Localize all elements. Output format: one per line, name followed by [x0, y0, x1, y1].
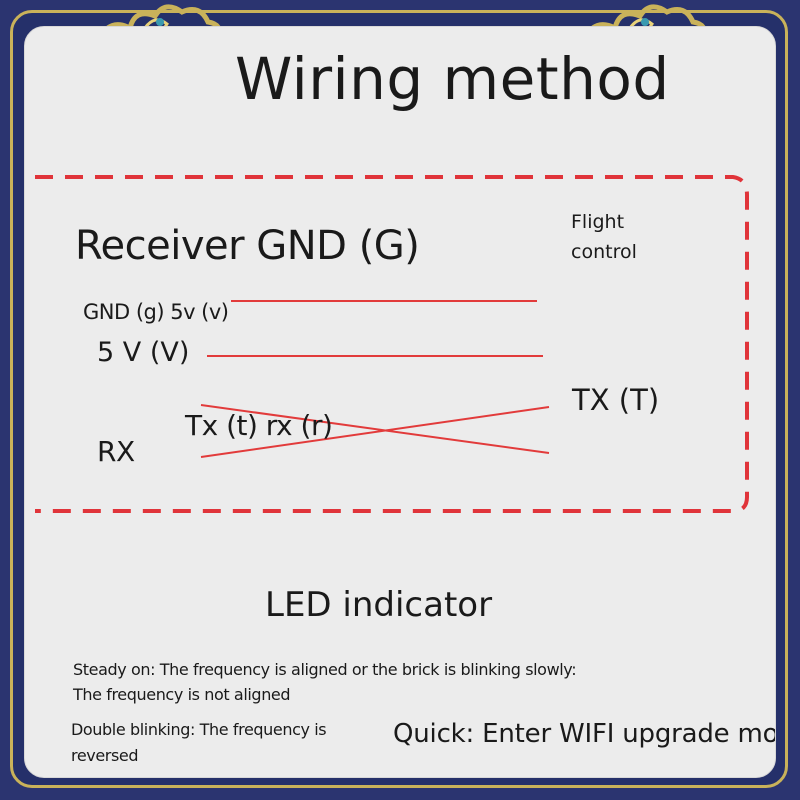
- led-indicator-heading: LED indicator: [265, 585, 493, 625]
- tx-rx-label: Tx (t) rx (r): [185, 409, 333, 442]
- steady-on-line-1: Steady on: The frequency is aligned or t…: [73, 660, 577, 679]
- quick-blink-description: Quick: Enter WIFI upgrade mod: [393, 719, 776, 749]
- content-panel: Wiring method Receiver GND (G) Flight co…: [24, 26, 776, 778]
- tx-rx-cross-wire-1: [200, 404, 550, 454]
- steady-on-line-2: The frequency is not aligned: [73, 685, 291, 704]
- 5v-label: 5 V (V): [97, 337, 190, 368]
- flight-control-label: Flight control: [571, 211, 637, 263]
- page-title: Wiring method: [235, 45, 670, 113]
- receiver-boundary-dashed-border: [35, 175, 749, 513]
- gnd-5v-label: GND (g) 5v (v): [83, 300, 229, 324]
- wiring-diagram: [35, 175, 749, 513]
- tx-rx-cross-wire-2: [200, 406, 550, 458]
- rx-label: RX: [97, 435, 135, 468]
- double-blinking-description: Double blinking: The frequency is revers…: [71, 720, 327, 765]
- steady-on-description: Steady on: The frequency is aligned or t…: [73, 657, 577, 707]
- tx-label: TX (T): [572, 383, 660, 417]
- receiver-gnd-label: Receiver GND (G): [75, 223, 420, 269]
